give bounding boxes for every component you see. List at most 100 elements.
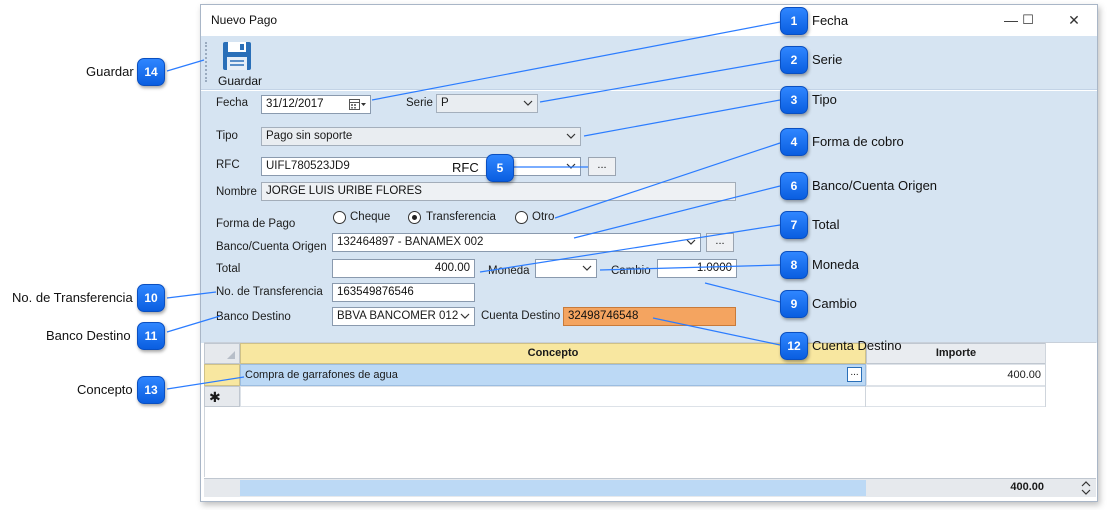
banco-destino-select[interactable]: BBVA BANCOMER 012 <box>332 307 475 326</box>
radio-cheque[interactable] <box>333 211 346 224</box>
tipo-label: Tipo <box>216 130 238 142</box>
callout-label-cuenta-destino: Cuenta Destino <box>812 338 902 353</box>
calendar-icon[interactable] <box>349 99 367 111</box>
footer-total: 400.00 <box>1010 481 1044 493</box>
spinner-icon[interactable] <box>1080 480 1092 496</box>
tipo-value: Pago sin soporte <box>266 130 353 142</box>
toolbar: Guardar <box>201 36 1097 90</box>
chevron-down-icon <box>523 100 533 106</box>
serie-label: Serie <box>406 97 433 109</box>
callout-badge-5: 5 <box>486 154 514 182</box>
callout-badge-1: 1 <box>780 7 808 35</box>
banco-origen-value: 132464897 - BANAMEX 002 <box>337 236 484 248</box>
rfc-value: UIFL780523JD9 <box>266 160 350 172</box>
radio-otro[interactable] <box>515 211 528 224</box>
callout-label-banco-destino: Banco Destino <box>46 328 131 343</box>
nombre-field: JORGE LUIS URIBE FLORES <box>261 182 736 201</box>
callout-label-forma-cobro: Forma de cobro <box>812 134 904 149</box>
fecha-label: Fecha <box>216 97 248 109</box>
grid-divider <box>865 386 866 407</box>
banco-origen-select[interactable]: 132464897 - BANAMEX 002 <box>332 233 701 252</box>
chevron-down-icon <box>566 133 576 139</box>
window-title: Nuevo Pago <box>211 13 278 27</box>
importe-cell[interactable]: 400.00 <box>866 364 1046 386</box>
callout-badge-8: 8 <box>780 251 808 279</box>
cuenta-destino-label: Cuenta Destino <box>481 310 561 322</box>
grid-corner[interactable] <box>204 343 240 364</box>
forma-pago-label: Forma de Pago <box>216 218 296 230</box>
transferencia-input[interactable]: 163549876546 <box>332 283 475 302</box>
fecha-value: 31/12/2017 <box>266 98 324 110</box>
chevron-down-icon <box>582 265 592 271</box>
floppy-disk-icon <box>223 42 251 70</box>
banco-destino-value: BBVA BANCOMER 012 <box>337 310 459 322</box>
callout-badge-10: 10 <box>137 284 165 312</box>
cambio-label: Cambio <box>611 265 651 277</box>
grid-footer: 400.00 <box>204 478 1096 497</box>
callout-badge-11: 11 <box>137 322 165 350</box>
concepto-cell[interactable]: Compra de garrafones de agua <box>245 369 398 381</box>
total-label: Total <box>216 263 241 275</box>
fecha-input[interactable]: 31/12/2017 <box>261 95 371 114</box>
new-row[interactable] <box>240 386 1046 407</box>
callout-badge-14: 14 <box>137 58 165 86</box>
callout-label-cambio: Cambio <box>812 296 857 311</box>
concepto-browse-button[interactable]: ... <box>847 367 862 382</box>
radio-transferencia-label: Transferencia <box>426 211 496 223</box>
tipo-select[interactable]: Pago sin soporte <box>261 127 581 146</box>
rfc-select[interactable]: UIFL780523JD9 <box>261 157 581 176</box>
callout-label-transferencia: No. de Transferencia <box>12 290 133 305</box>
maximize-icon[interactable]: ☐ <box>1022 12 1034 27</box>
callout-label-guardar: Guardar <box>86 64 134 79</box>
callout-label-tipo: Tipo <box>812 92 837 107</box>
banco-origen-label: Banco/Cuenta Origen <box>216 241 327 253</box>
callout-badge-6: 6 <box>780 172 808 200</box>
new-row-marker[interactable]: ✱ <box>204 386 240 407</box>
callout-badge-4: 4 <box>780 128 808 156</box>
save-button[interactable]: Guardar <box>211 39 263 88</box>
radio-transferencia[interactable] <box>408 211 421 224</box>
callout-badge-7: 7 <box>780 211 808 239</box>
moneda-label: Moneda <box>488 265 530 277</box>
grid-border <box>1045 343 1046 407</box>
radio-otro-label: Otro <box>532 211 555 223</box>
select-all-icon <box>227 351 235 359</box>
callout-badge-2: 2 <box>780 46 808 74</box>
title-bar[interactable]: Nuevo Pago — ☐ ✕ <box>201 5 1097 36</box>
cuenta-destino-input[interactable]: 32498746548 <box>563 307 736 326</box>
callout-label-serie: Serie <box>812 52 843 67</box>
callout-badge-3: 3 <box>780 86 808 114</box>
serie-select[interactable]: P <box>436 94 538 113</box>
column-header-concepto[interactable]: Concepto <box>240 343 866 364</box>
callout-label-banco-origen: Banco/Cuenta Origen <box>812 178 938 193</box>
chevron-down-icon <box>686 239 696 245</box>
callout-label-fecha: Fecha <box>812 13 849 28</box>
rfc-label: RFC <box>216 159 240 171</box>
callout-label-concepto: Concepto <box>77 382 133 397</box>
grid-left-border <box>204 407 205 477</box>
nombre-label: Nombre <box>216 186 257 198</box>
callout-label-rfc: RFC <box>452 160 479 175</box>
cambio-input[interactable]: 1.0000 <box>657 259 737 278</box>
moneda-select[interactable] <box>535 259 597 278</box>
save-button-label: Guardar <box>218 74 263 88</box>
minimize-icon[interactable]: — <box>1004 12 1018 28</box>
close-icon[interactable]: ✕ <box>1068 12 1080 28</box>
banco-origen-browse-button[interactable]: ... <box>706 233 734 252</box>
callout-badge-12: 12 <box>780 332 808 360</box>
callout-badge-9: 9 <box>780 290 808 318</box>
column-header-importe[interactable]: Importe <box>866 343 1046 364</box>
chevron-down-icon <box>460 313 470 319</box>
row-selector[interactable] <box>204 364 240 386</box>
rfc-browse-button[interactable]: ... <box>588 157 616 176</box>
footer-concepto-cell <box>240 480 866 496</box>
callout-badge-13: 13 <box>137 376 165 404</box>
toolbar-grip <box>205 42 208 82</box>
callout-label-total: Total <box>812 217 840 232</box>
table-row[interactable]: Compra de garrafones de agua ... <box>240 364 866 386</box>
banco-destino-label: Banco Destino <box>216 311 291 323</box>
total-input[interactable]: 400.00 <box>332 259 475 278</box>
radio-cheque-label: Cheque <box>350 211 391 223</box>
callout-label-moneda: Moneda <box>812 257 859 272</box>
transferencia-label: No. de Transferencia <box>216 286 323 298</box>
